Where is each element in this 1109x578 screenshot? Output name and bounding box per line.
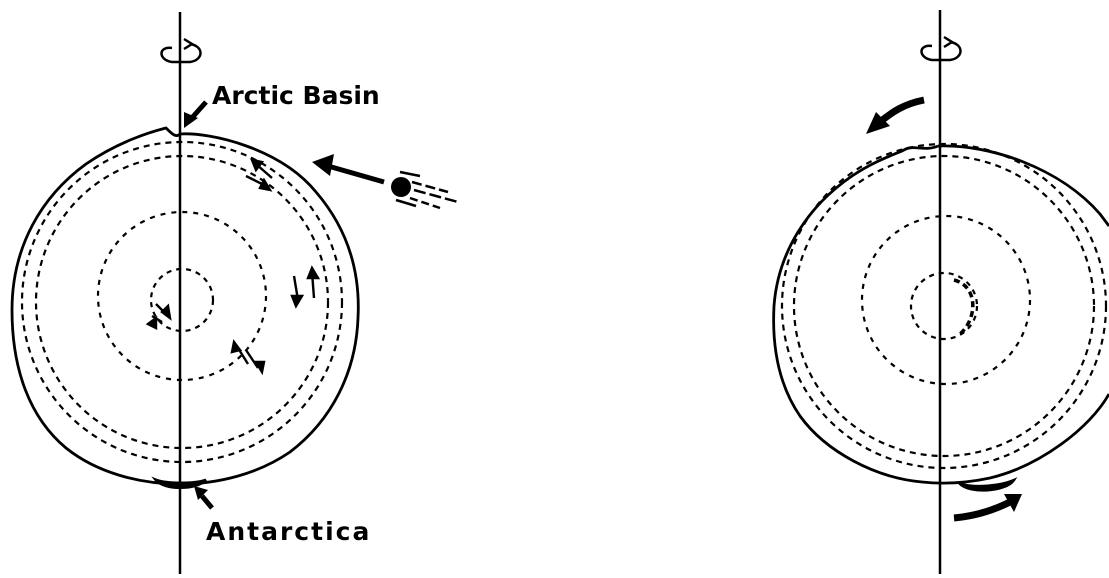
mantle-shell-inner-right [794, 156, 1094, 456]
shear-arrows [148, 160, 318, 372]
antarctica-label: Antarctica [206, 517, 371, 546]
right-globe-panel [774, 10, 1109, 574]
arctic-basin-label: Arctic Basin [212, 81, 380, 110]
mantle-shell-inner [36, 156, 328, 448]
crust-shift-arrow-bottom [954, 494, 1022, 518]
arctic-basin-pointer [184, 102, 206, 128]
left-globe-panel: Arctic Basin Antarctica [12, 12, 458, 574]
inner-core-right [911, 273, 977, 339]
impact-arrow [312, 154, 384, 182]
meteorite-icon [391, 172, 458, 208]
antarctica-pointer [194, 486, 212, 508]
outer-core-right [862, 216, 1030, 384]
crust-shift-arrow-top [866, 100, 924, 134]
outer-core [98, 212, 266, 380]
earth-outline [12, 128, 358, 484]
